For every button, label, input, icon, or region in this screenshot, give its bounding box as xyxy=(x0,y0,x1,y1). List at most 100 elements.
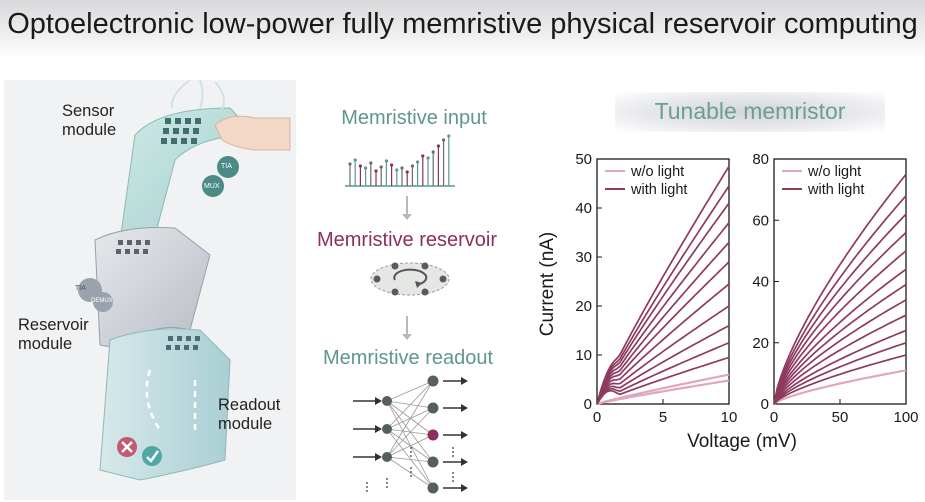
ellipsis-dot xyxy=(366,482,368,484)
x-tick-label: 0 xyxy=(770,409,778,426)
iv-curve-with-light xyxy=(596,342,730,405)
ellipsis-dot xyxy=(410,471,412,473)
y-tick-label: 0 xyxy=(761,396,769,413)
ellipsis-dot xyxy=(366,486,368,488)
network-edge xyxy=(386,400,434,489)
input-stem-tip xyxy=(442,138,446,142)
mux-text: MUX xyxy=(204,183,220,190)
ellipsis-dot xyxy=(410,467,412,469)
y-axis-label: Current (nA) xyxy=(537,232,558,337)
input-stem-tip xyxy=(400,166,404,170)
x-tick-label: 0 xyxy=(593,409,601,426)
input-node xyxy=(382,424,392,434)
iv-curve-with-light xyxy=(596,283,730,405)
input-stem-tip xyxy=(364,166,368,170)
check-mark xyxy=(146,450,160,463)
network-edge xyxy=(386,400,434,436)
iv-curve-with-light xyxy=(596,261,730,405)
legend-label-with-light: with light xyxy=(807,182,864,198)
ellipsis-dot xyxy=(452,476,454,478)
iv-curve-without-light xyxy=(596,373,730,406)
iv-curve-with-light xyxy=(773,354,907,405)
mux-badge xyxy=(202,175,224,197)
ellipsis-dot xyxy=(366,490,368,492)
device-illustration xyxy=(4,79,296,500)
reservoir-ring-diagram xyxy=(370,262,450,296)
iv-curve-with-light xyxy=(773,268,907,405)
readout-sheet xyxy=(99,328,231,481)
y-tick-label: 30 xyxy=(575,249,592,266)
input-stem-tip xyxy=(348,162,352,166)
x-axis-label: Voltage (mV) xyxy=(687,431,797,452)
network-edge xyxy=(386,407,434,458)
reservoir-module-label: Reservoir module xyxy=(18,316,89,353)
y-tick-label: 60 xyxy=(752,212,769,229)
iv-curve-with-light xyxy=(773,314,907,405)
ellipsis-dot xyxy=(452,480,454,482)
finger-image xyxy=(214,115,291,151)
ellipsis-dot xyxy=(386,482,388,484)
light-rays xyxy=(170,79,225,111)
ellipsis-dot xyxy=(386,478,388,480)
iv-curve-with-light xyxy=(596,202,730,405)
input-stem-tip xyxy=(421,154,425,158)
iv-curve-with-light xyxy=(596,356,730,405)
input-stem-tip xyxy=(410,164,414,168)
accept-icon xyxy=(142,446,162,466)
x-tick-label: 10 xyxy=(721,409,738,426)
input-stem-tip xyxy=(416,160,420,164)
input-stem-tip xyxy=(395,168,399,172)
input-stem-tip xyxy=(374,169,378,173)
input-stem-tip xyxy=(384,159,388,163)
output-arrowhead xyxy=(461,377,468,385)
x-tick-label: 50 xyxy=(832,409,849,426)
network-edge xyxy=(386,400,434,463)
input-node xyxy=(382,452,392,462)
output-arrowhead xyxy=(461,431,468,439)
input-stem-tip xyxy=(431,150,435,154)
input-stem-tip xyxy=(369,161,373,165)
tia-text: TIA xyxy=(221,163,232,170)
output-node xyxy=(427,375,439,387)
network-edge xyxy=(386,380,434,458)
input-stem-tip xyxy=(447,134,451,138)
iv-curve-with-light xyxy=(596,165,730,405)
page-title: Optoelectronic low-power fully memristiv… xyxy=(7,8,918,40)
output-node xyxy=(427,482,439,494)
input-stem-tip xyxy=(379,165,383,169)
sensor-module-label: Sensor module xyxy=(62,102,117,139)
input-arrowhead xyxy=(375,453,382,461)
input-stem-tip xyxy=(426,156,430,160)
network-edge xyxy=(386,380,434,402)
iv-curve-without-light xyxy=(773,369,907,405)
input-stem-tip xyxy=(405,170,409,174)
input-stem-tip xyxy=(358,164,362,168)
iv-curve-with-light xyxy=(596,305,730,405)
iv-curve-with-light xyxy=(773,231,907,405)
iv-curve-with-light xyxy=(773,213,907,405)
iv-curve-with-light xyxy=(773,173,907,405)
ellipsis-dot xyxy=(386,486,388,488)
ellipsis-dot xyxy=(410,447,412,449)
input-stem-tip xyxy=(353,158,357,162)
y-tick-label: 20 xyxy=(752,335,769,352)
iv-curve-without-light xyxy=(596,379,730,406)
down-arrow-2 xyxy=(406,316,408,336)
input-node xyxy=(382,396,392,406)
y-tick-label: 20 xyxy=(575,298,592,315)
y-tick-label: 40 xyxy=(752,274,769,291)
iv-curve-with-light xyxy=(596,222,730,405)
y-tick-label: 50 xyxy=(575,151,592,168)
x-tick-label: 100 xyxy=(893,409,918,426)
sensor-pixel-grid xyxy=(161,118,201,144)
output-node xyxy=(427,402,439,414)
readout-pixel-grid xyxy=(166,336,200,350)
iv-curve-with-light xyxy=(773,195,907,405)
y-tick-label: 40 xyxy=(575,200,592,217)
iv-curve-with-light xyxy=(596,241,730,405)
reservoir-pixel-grid xyxy=(116,240,150,254)
demux-text: DEMUX xyxy=(91,298,113,304)
network-edge xyxy=(386,380,434,430)
